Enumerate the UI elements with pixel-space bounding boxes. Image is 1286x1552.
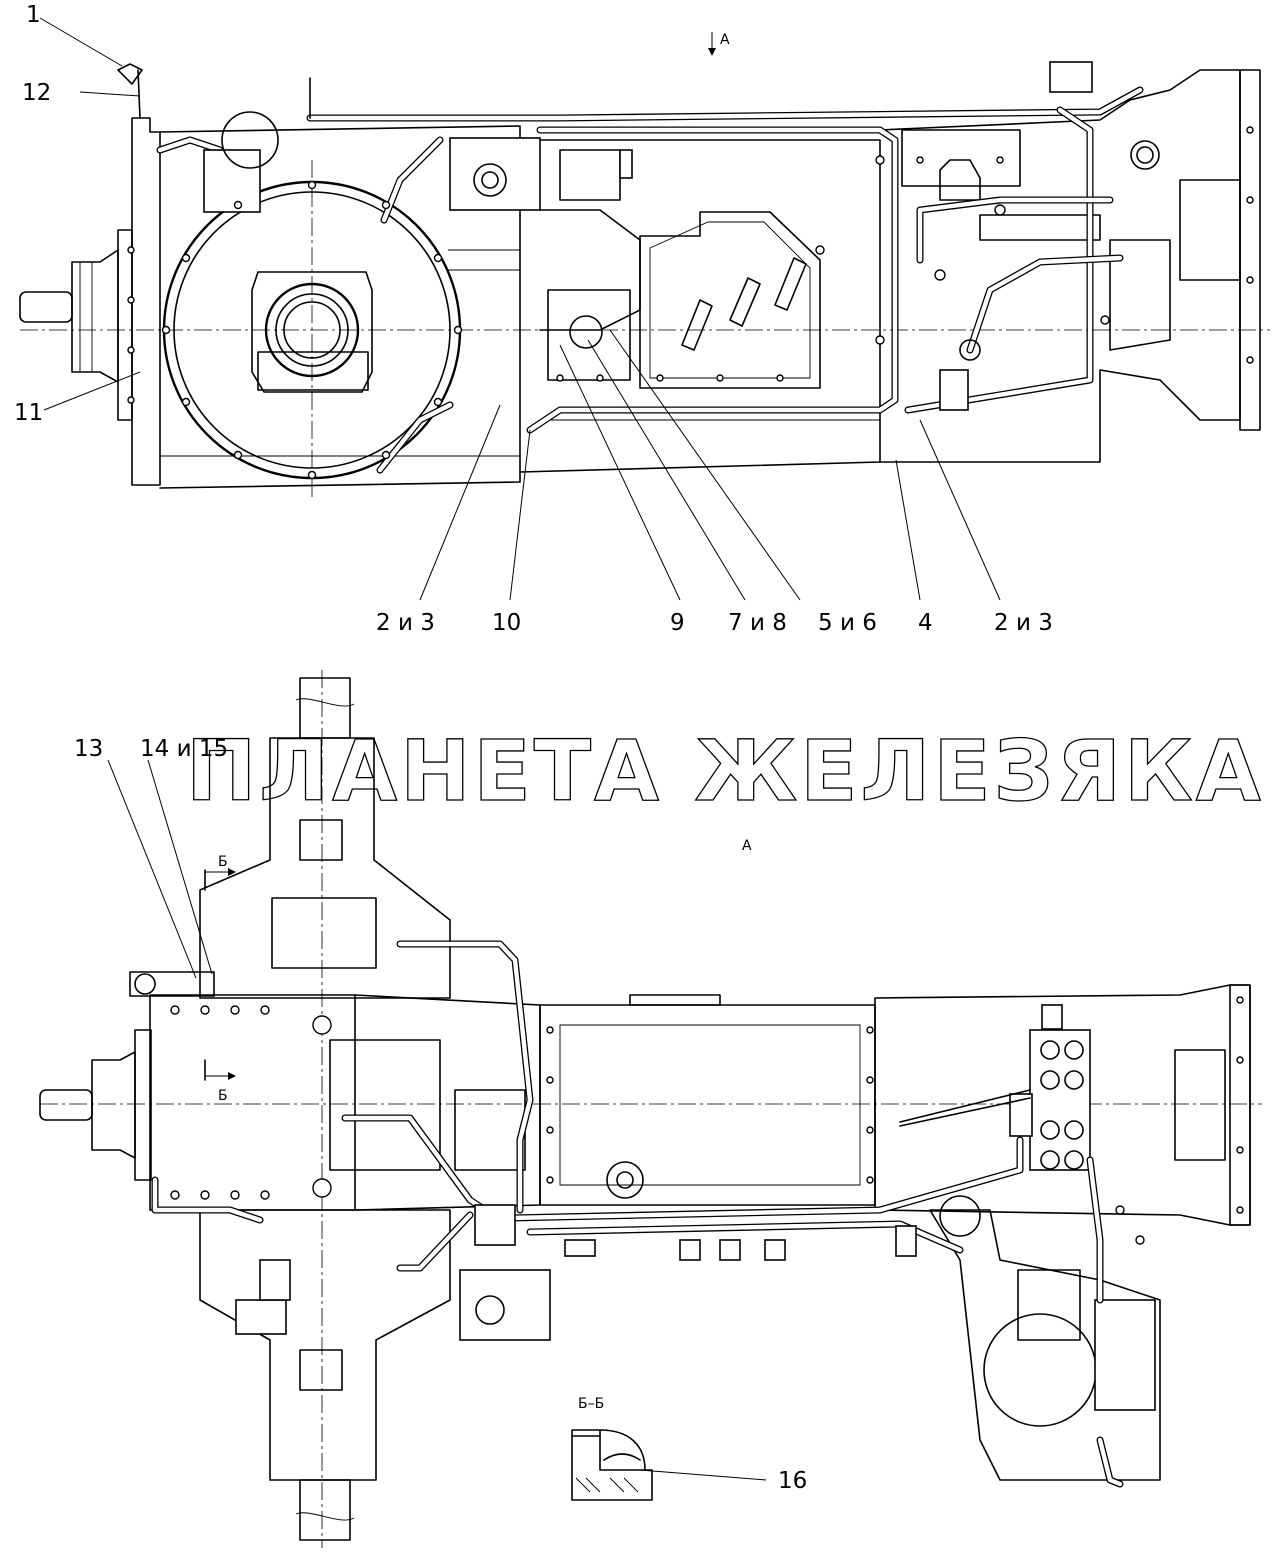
section-title: Б–Б — [578, 1396, 604, 1412]
section-mark-bottom: Б — [218, 1088, 228, 1104]
callout-11: 11 — [14, 400, 43, 426]
view-direction-mark: А — [708, 32, 730, 56]
front-output-shaft — [19, 229, 133, 421]
callout-13: 13 — [74, 736, 103, 762]
rear-axle-tube — [199, 670, 451, 1548]
callout-2-and-3-left: 2 и 3 — [376, 610, 435, 636]
hydraulic-lines-plan-view — [151, 940, 1124, 1488]
bolt-circle — [127, 126, 1254, 480]
callout-10: 10 — [492, 610, 521, 636]
callout-14-and-15: 14 и 15 — [140, 736, 228, 762]
callout-labels-side-view: 1 12 11 2 и 3 10 9 7 и 8 5 и 6 4 2 и 3 — [14, 2, 1053, 636]
callout-leaders-plan-view — [107, 759, 767, 1481]
hydraulic-distributor — [1009, 1004, 1091, 1171]
callout-1: 1 — [26, 2, 41, 28]
callout-labels-plan-view: 13 14 и 15 16 — [74, 736, 807, 1494]
callout-12: 12 — [22, 80, 51, 106]
plan-housing-middle — [539, 994, 876, 1206]
section-detail: Б–Б — [571, 1396, 653, 1501]
plan-housing-rear — [874, 984, 1251, 1481]
plan-units — [235, 1204, 917, 1341]
rear-axle-housing — [879, 69, 1261, 463]
view-mark-label: А — [720, 32, 730, 48]
hydraulic-lines-side-view — [117, 63, 1144, 474]
watermark: ПЛАНЕТА ЖЕЛЕЗЯКА — [186, 722, 1264, 820]
section-cut-marks: Б Б — [204, 854, 236, 1104]
gearbox-housing — [519, 139, 881, 473]
callout-16: 16 — [778, 1468, 807, 1494]
clutch-housing — [131, 117, 521, 489]
callout-2-and-3-right: 2 и 3 — [994, 610, 1053, 636]
callout-7-and-8: 7 и 8 — [728, 610, 787, 636]
plan-view-title: А — [742, 838, 752, 854]
valves-and-fittings — [203, 61, 1093, 411]
plan-housing-front — [39, 971, 541, 1211]
section-mark-top: Б — [218, 854, 228, 870]
callout-5-and-6: 5 и 6 — [818, 610, 877, 636]
callout-leaders-side-view — [39, 17, 1001, 601]
side-view: А 1 12 11 2 и 3 10 9 7 и 8 5 и 6 4 2 и — [14, 2, 1270, 636]
callout-9: 9 — [670, 610, 685, 636]
plan-bolts — [170, 996, 1244, 1245]
callout-4: 4 — [918, 610, 933, 636]
plan-view: А Б Б Б–Б 13 — [39, 670, 1262, 1548]
